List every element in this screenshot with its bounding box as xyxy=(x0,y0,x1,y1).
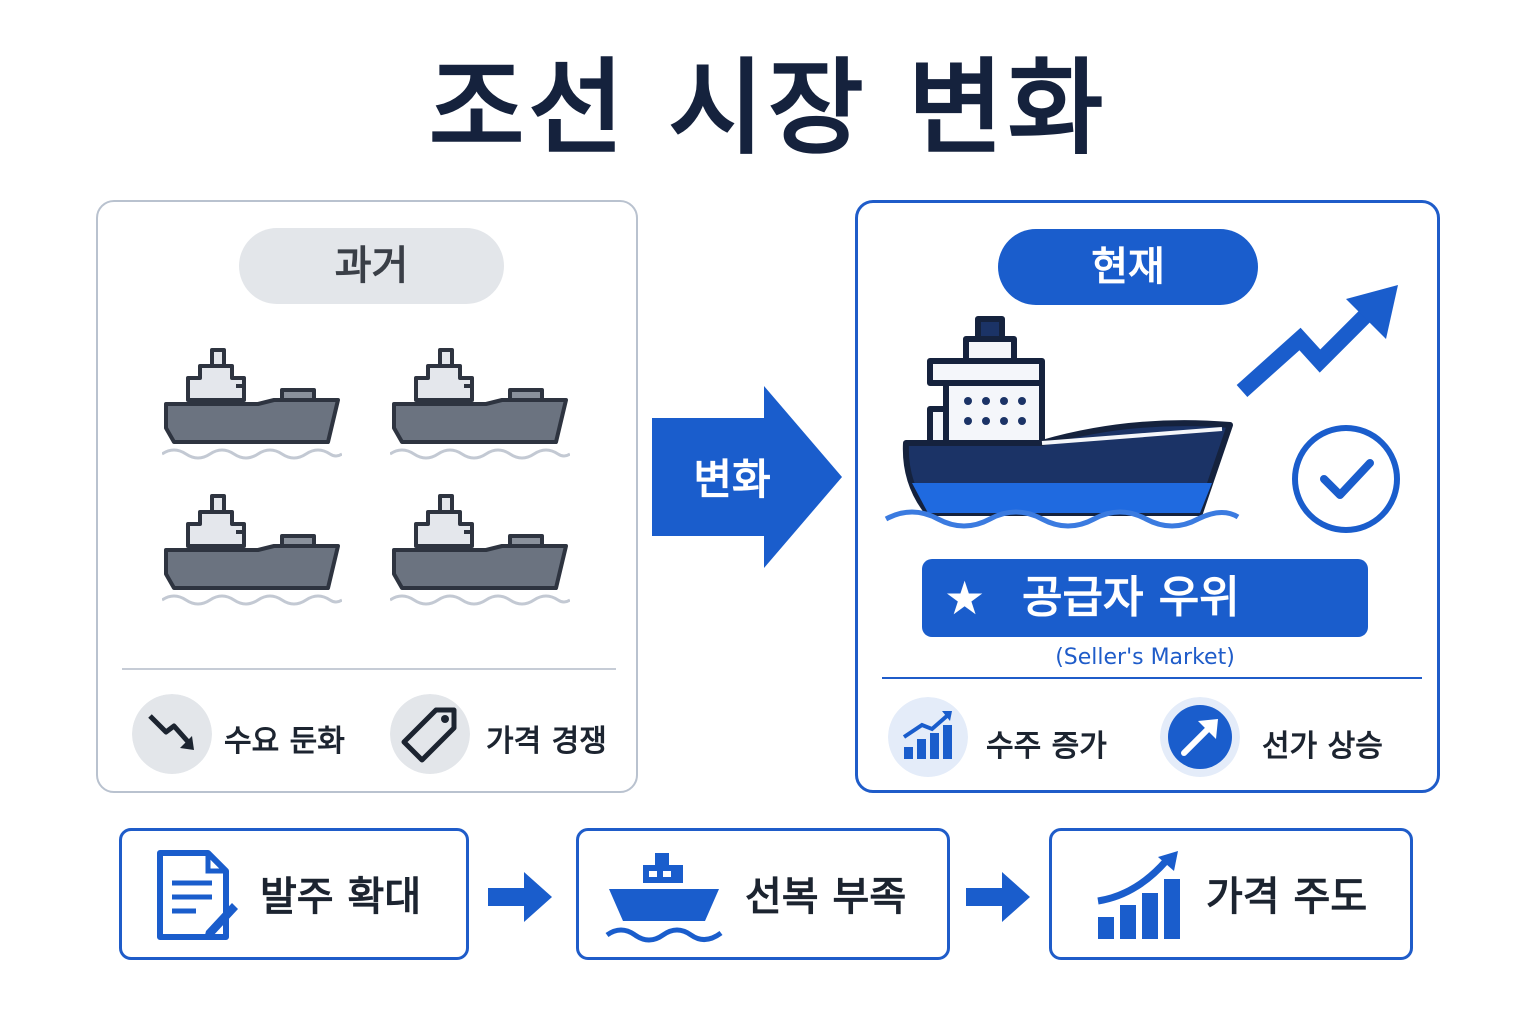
badge-subtitle: (Seller's Market) xyxy=(1055,645,1235,670)
divider xyxy=(882,677,1422,679)
trend-down-icon xyxy=(132,694,212,774)
past-stat-label: 수요 둔화 xyxy=(224,724,345,759)
flow-step-capacity-shortage: 선복 부족 xyxy=(576,828,950,960)
check-circle-icon xyxy=(1292,425,1400,533)
growth-chart-icon xyxy=(1097,851,1180,939)
divider xyxy=(122,668,616,670)
flow-arrow-icon xyxy=(966,872,1030,922)
rising-trend-arrow-icon xyxy=(1236,285,1398,397)
present-stat-label: 선가 상승 xyxy=(1262,729,1383,764)
star-icon: ★ xyxy=(944,571,986,625)
past-ship-icon xyxy=(390,348,570,460)
past-ship-icon xyxy=(162,348,342,460)
flow-step-price-leadership: 가격 주도 xyxy=(1049,828,1413,960)
badge-text: 공급자 우위 xyxy=(1022,572,1240,623)
past-label: 과거 xyxy=(239,228,504,304)
transition-arrow-icon xyxy=(652,386,842,568)
present-label: 현재 xyxy=(998,229,1258,305)
transition-label: 변화 xyxy=(693,455,771,504)
past-ship-icon xyxy=(390,494,570,606)
large-ship-icon xyxy=(884,316,1240,529)
flow-step-order-expansion: 발주 확대 xyxy=(119,828,469,960)
flow-step-label: 발주 확대 xyxy=(260,874,422,920)
present-panel: 현재 ★ 공급자 우위 (Seller's Market) xyxy=(855,200,1440,793)
price-tag-icon xyxy=(390,694,470,774)
page-title: 조선 시장 변화 xyxy=(428,47,1108,169)
present-stat-label: 수주 증가 xyxy=(986,729,1107,764)
supplier-advantage-badge: ★ 공급자 우위 xyxy=(922,559,1368,637)
past-stat-label: 가격 경쟁 xyxy=(486,724,607,759)
flow-arrow-icon xyxy=(488,872,552,922)
ship-icon xyxy=(605,853,723,943)
past-panel: 과거 xyxy=(96,200,638,793)
past-ship-icon xyxy=(162,494,342,606)
bar-chart-up-icon xyxy=(888,697,968,777)
flow-step-label: 선복 부족 xyxy=(745,874,907,920)
arrow-up-right-icon xyxy=(1160,697,1240,777)
flow-step-label: 가격 주도 xyxy=(1206,874,1368,920)
document-edit-icon xyxy=(157,850,238,940)
